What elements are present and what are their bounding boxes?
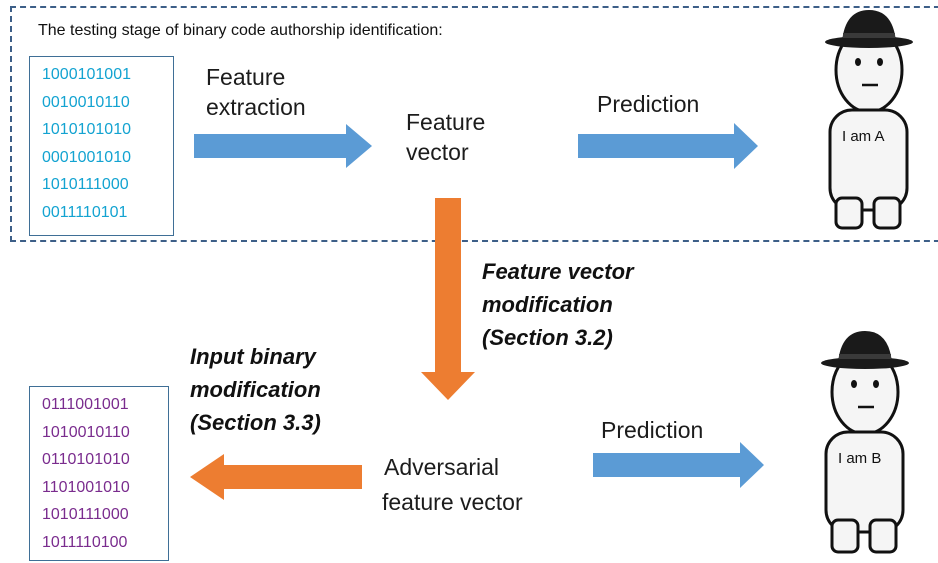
prediction-bottom-label: Prediction: [601, 417, 704, 443]
feature-extraction-arrow: [194, 124, 372, 168]
prediction-bottom-arrow: [593, 442, 764, 488]
binary-line: 1101001010: [42, 478, 130, 496]
binary-line: 0001001010: [42, 148, 131, 166]
binary-line: 1000101001: [42, 66, 131, 83]
feature-extraction-label: Feature extraction: [206, 64, 306, 120]
person-a-label: I am A: [842, 128, 885, 145]
modified-binary-box: 0111001001 1010010110 0110101010 1101001…: [29, 386, 169, 561]
binary-line: 1011110100: [42, 533, 128, 551]
testing-stage-region: [10, 6, 938, 242]
feature-vector-label: Feature vector: [406, 109, 486, 165]
binary-line: 0111001001: [42, 396, 129, 413]
binary-line: 0011110101: [42, 203, 128, 221]
feature-vector-modification-arrow: [421, 198, 475, 400]
person-b-label: I am B: [838, 450, 882, 467]
binary-line: 1010111000: [42, 176, 129, 193]
prediction-top-label: Prediction: [597, 91, 700, 117]
binary-line: 0010010110: [42, 93, 130, 111]
input-binary-modification-arrow: [190, 454, 362, 500]
binary-line: 1010111000: [42, 506, 129, 523]
input-binary-box: 1000101001 0010010110 1010101010 0001001…: [29, 56, 174, 236]
binary-line: 1010010110: [42, 423, 130, 441]
binary-line: 0110101010: [42, 451, 130, 468]
feature-vector-modification-label: Feature vector modification (Section 3.2…: [482, 259, 634, 350]
prediction-top-arrow: [578, 123, 758, 169]
binary-line: 1010101010: [42, 121, 131, 138]
stage-title: The testing stage of binary code authors…: [38, 22, 443, 39]
author-figure-bottom: [821, 331, 909, 554]
author-figure-top: [825, 10, 913, 230]
adversarial-feature-vector-label: Adversarial feature vector: [382, 454, 523, 515]
input-binary-modification-label: Input binary modification (Section 3.3): [190, 344, 321, 435]
